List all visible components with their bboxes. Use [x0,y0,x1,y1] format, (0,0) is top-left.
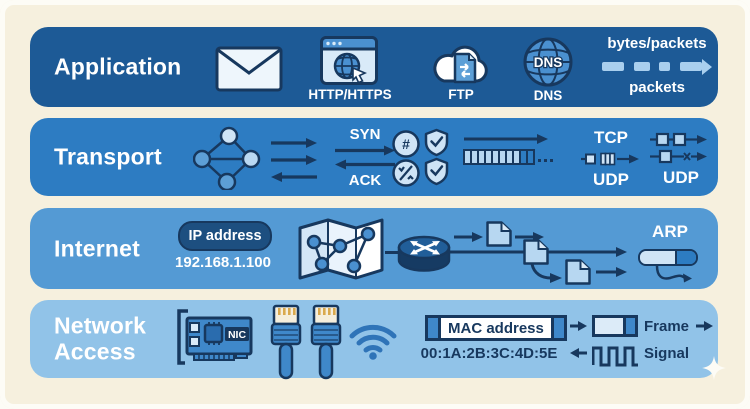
network-access-layer-title: Network Access [54,313,146,366]
signal-label: Signal [644,345,690,362]
node-graph-icon [193,126,265,190]
syn-label: SYN [349,126,381,143]
transport-layer-band: Transport SYN [30,118,718,196]
sparkle-icon [702,356,726,380]
network-access-title-line2: Access [54,339,136,365]
internet-layer-title: Internet [54,235,140,261]
udp-packet-loss-icon [650,149,707,164]
packet-file-icon [564,258,592,286]
signal-wave-icon [592,346,638,367]
handshake-arrows-icon: SYN ACK [330,126,400,189]
frame-label: Frame [644,318,690,335]
mac-address-value: 00:1A:2B:3C:4D:5E [420,345,558,362]
bytes-packets-label: bytes/packets [607,35,707,52]
nic-label: NIC [228,329,247,341]
dns-globe-text: DNS [534,55,563,70]
application-layer-title: Application [54,53,182,80]
frame-arrow-out [696,321,713,331]
network-access-title-line1: Network [54,312,147,339]
ip-badge-label: IP address [188,228,262,244]
nic-card-icon: NIC [172,308,256,370]
packets-label: packets [629,79,685,96]
signal-arrow [570,348,587,358]
packet-arrow [596,267,627,277]
network-access-layer-band: Network Access NIC [30,300,726,380]
packet-dashes [602,58,712,76]
browser-globe-icon [320,36,378,86]
arp-squiggle-icon [655,266,692,283]
dns-label: DNS [533,88,563,103]
udp-label: UDP [593,170,629,189]
application-layer-band: Application HTTP/HTTPS [30,27,718,107]
shield-check-icon [424,157,449,186]
arp-label: ARP [652,222,688,241]
udp-packets-group: UDP [650,132,712,188]
wifi-icon [346,314,400,360]
ftp-label: FTP [448,87,474,102]
ip-address-value: 192.168.1.100 [175,254,271,271]
sequence-number-icon: # [392,130,420,158]
http-label: HTTP/HTTPS [308,87,392,102]
router-icon [397,234,451,272]
flow-arrows-icon [270,137,318,183]
transport-layer-title: Transport [54,143,162,170]
udp-packet-icon [650,132,707,147]
udp2-label: UDP [663,168,699,187]
frame-arrow-in [570,321,587,331]
mac-badge-label: MAC address [438,318,554,338]
connector-line [385,251,401,254]
cloud-transfer-icon [428,39,494,87]
arp-probe-icon [638,249,698,266]
tcp-udp-group: TCP UDP [580,128,642,190]
ip-address-badge: IP address [178,221,272,251]
ack-label: ACK [348,172,382,189]
curved-arrow [530,264,562,283]
packet-arrow [454,232,483,242]
frame-icon [592,315,638,337]
map-route-icon [294,214,388,286]
tcp-packet-icon [581,152,639,166]
checksum-icon [392,159,420,187]
hash-symbol: # [402,136,410,152]
ethernet-cable-icon [270,304,342,380]
packet-stream-icon: bytes/packets packets [602,35,712,96]
mac-badge-right-segment [553,318,564,338]
dns-globe-icon: DNS [522,36,574,88]
internet-layer-band: Internet IP address 192.168.1.100 [30,208,718,289]
mac-badge-left-segment [428,318,438,338]
envelope-icon [215,46,283,92]
shield-check-icon [424,128,449,157]
packet-file-icon [485,220,513,248]
packet-file-icon [522,238,550,266]
tcp-label: TCP [594,128,628,147]
segment-stream-icon [463,133,593,170]
mac-address-badge: MAC address [425,315,567,341]
